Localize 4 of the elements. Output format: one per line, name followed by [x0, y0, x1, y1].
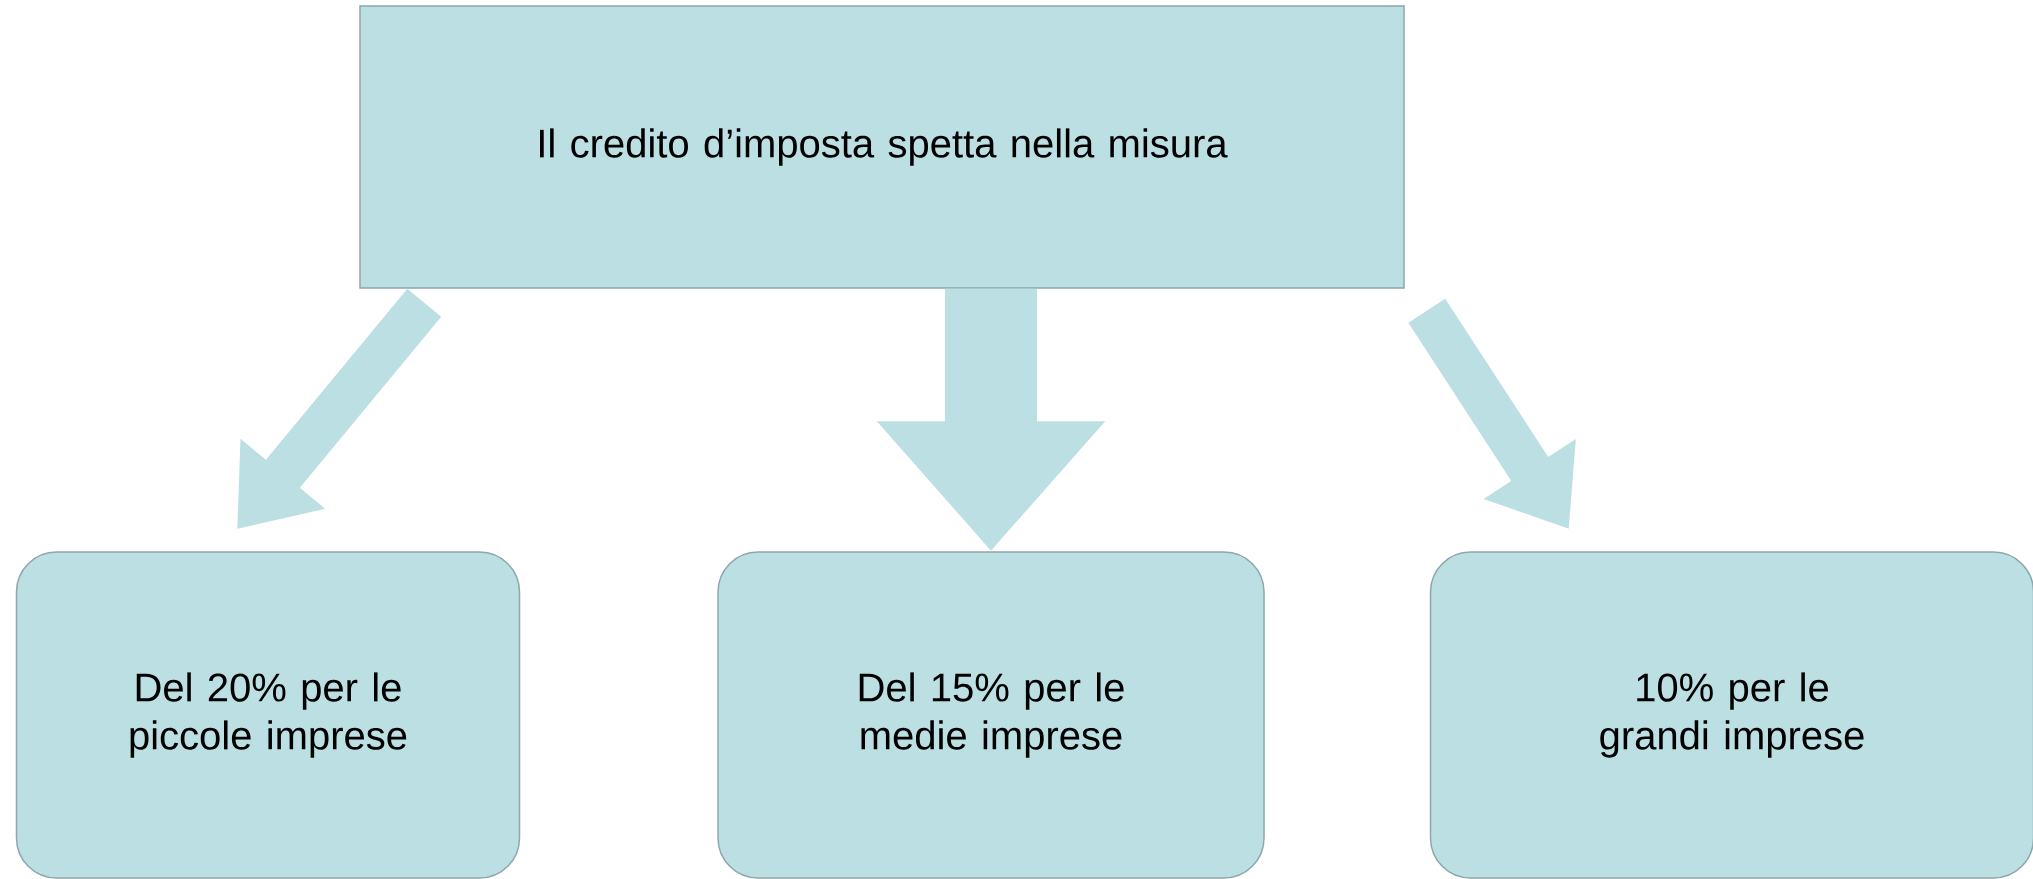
rounded-box: Del 20% per le piccole imprese: [15, 551, 521, 879]
rounded-box: Del 15% per le medie imprese: [717, 551, 1265, 879]
text-box: Il credito d’imposta spetta nella misura: [359, 5, 1405, 289]
rounded-box: 10% per le grandi imprese: [1429, 551, 2033, 879]
